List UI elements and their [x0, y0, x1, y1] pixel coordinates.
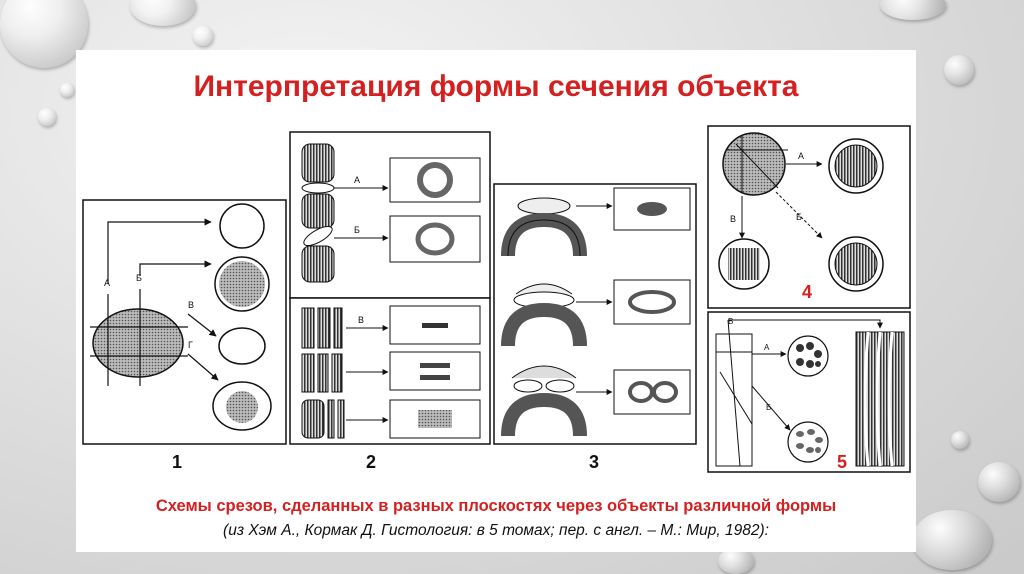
water-drop: [0, 0, 88, 68]
panel-5-bundle: В А Б: [707, 311, 911, 473]
slide-reference: (из Хэм А., Кормак Д. Гистология: в 5 то…: [223, 522, 769, 539]
slide: Интерпретация формы сечения объекта: [76, 50, 916, 552]
panel-2-tubes: А Б В: [289, 131, 491, 445]
label-a: А: [354, 175, 360, 185]
water-drop: [718, 548, 754, 574]
water-drop: [193, 26, 213, 46]
label-a: А: [798, 151, 804, 161]
label-a: А: [104, 278, 110, 288]
water-drop: [38, 108, 56, 126]
water-drop: [944, 55, 974, 85]
label-b: Б: [796, 212, 802, 222]
section-diagram: А Б В Г: [76, 124, 916, 484]
water-drop: [951, 431, 969, 449]
label-a: А: [764, 343, 770, 352]
panel-number-2: 2: [366, 452, 377, 472]
label-g: Г: [188, 340, 193, 350]
label-v: В: [358, 315, 364, 325]
water-drop: [912, 510, 992, 570]
panel-number-4: 4: [802, 282, 813, 302]
water-drop: [60, 83, 74, 97]
panel-4-fibers: А В Б: [707, 125, 911, 309]
label-b: Б: [136, 273, 142, 283]
panel-number-3: 3: [589, 452, 600, 472]
panel-number-5: 5: [837, 452, 848, 472]
slide-title: Интерпретация формы сечения объекта: [193, 70, 799, 103]
panel-1-sphere: А Б В Г: [82, 199, 287, 445]
label-b: Б: [354, 225, 360, 235]
panel-3-curved-tubes: [493, 183, 697, 445]
label-b: Б: [766, 403, 771, 412]
water-drop: [978, 462, 1020, 502]
section-diagram-svg: А Б В Г: [82, 125, 911, 473]
water-drop: [130, 0, 196, 26]
slide-caption: Схемы срезов, сделанных в разных плоскос…: [155, 497, 837, 515]
label-v: В: [728, 317, 733, 326]
label-v: В: [188, 300, 194, 310]
water-drop: [880, 0, 946, 20]
label-v: В: [730, 214, 736, 224]
panel-number-1: 1: [172, 452, 183, 472]
